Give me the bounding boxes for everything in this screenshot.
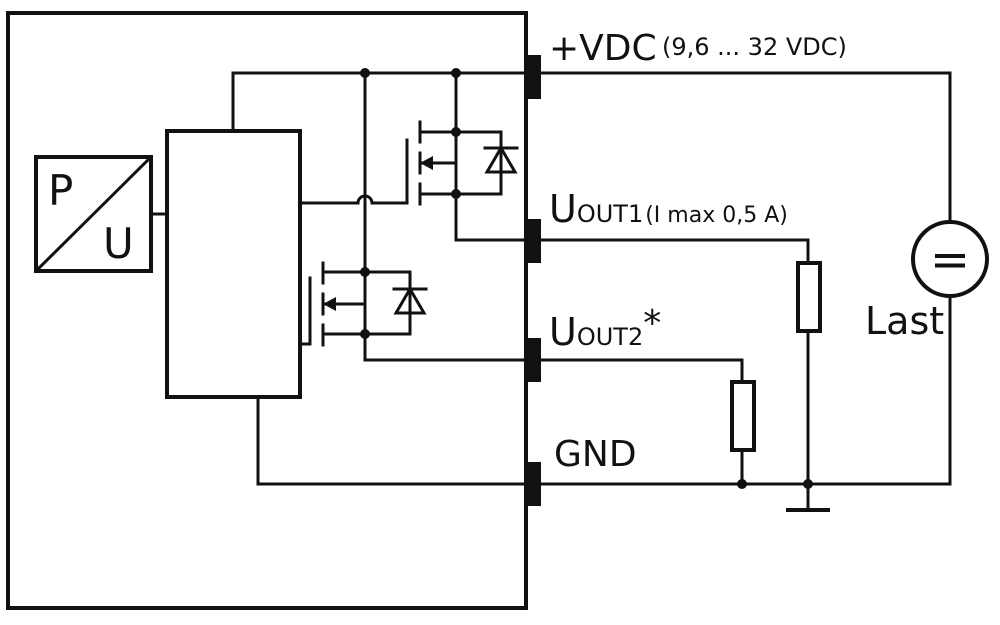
junction-dot bbox=[803, 479, 813, 489]
pu-label-u: U bbox=[103, 219, 134, 268]
terminal-gnd bbox=[524, 462, 541, 506]
pressure-transducer-block: P U bbox=[33, 154, 154, 274]
mosfet-1 bbox=[405, 71, 519, 242]
sensor-housing bbox=[6, 11, 528, 610]
gnd-label: GND bbox=[554, 434, 637, 475]
mosfet-2 bbox=[308, 261, 428, 362]
meter-symbol: = bbox=[930, 232, 970, 288]
load-label: Last bbox=[865, 299, 944, 343]
resistor-output1 bbox=[796, 261, 822, 333]
junction-dot bbox=[737, 479, 747, 489]
pu-label-p: P bbox=[48, 166, 73, 215]
resistor-output2 bbox=[730, 380, 756, 452]
controller-block bbox=[165, 129, 302, 399]
ground-rail bbox=[256, 294, 952, 486]
output2-wire bbox=[363, 358, 744, 384]
load-meter bbox=[911, 220, 989, 298]
uout2-label: UOUT2* bbox=[549, 303, 661, 354]
supply-rail bbox=[231, 68, 952, 224]
terminal-uout1 bbox=[524, 219, 541, 263]
terminal-uout2 bbox=[524, 338, 541, 382]
uout1-label: UOUT1(I max 0,5 A) bbox=[549, 187, 788, 231]
output1-wire bbox=[454, 238, 810, 265]
vdc-range-label: (9,6 ... 32 VDC) bbox=[662, 33, 847, 61]
gate-line-1 bbox=[298, 194, 409, 205]
terminal-vdc bbox=[524, 55, 541, 99]
vdc-label: +VDC bbox=[549, 28, 657, 69]
